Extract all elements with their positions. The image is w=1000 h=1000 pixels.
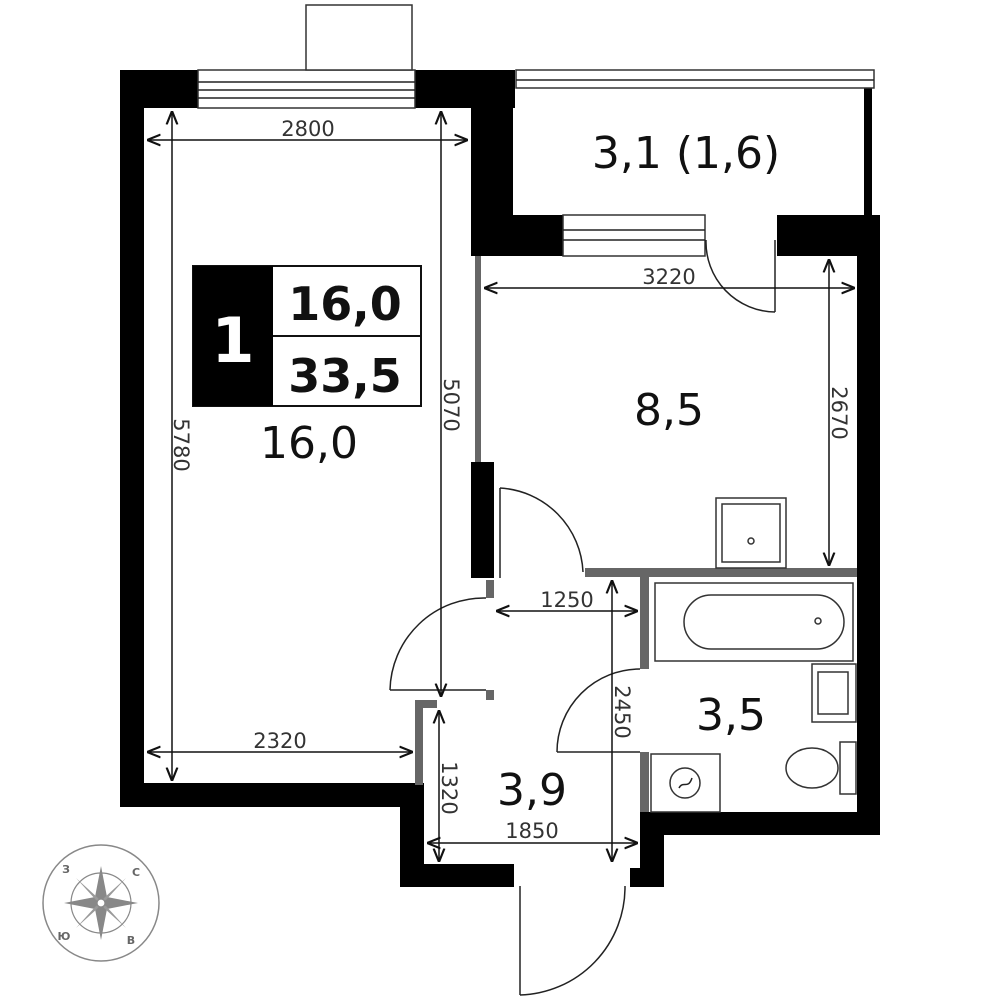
dim-kitchen-length: 2670 <box>827 386 851 439</box>
washing-machine <box>650 753 721 813</box>
bathroom-door[interactable] <box>556 668 641 753</box>
balcony-window <box>515 69 875 89</box>
dim-hall-height: 1320 <box>437 761 461 814</box>
exterior-walls <box>120 70 880 887</box>
dim-hall-width: 1850 <box>505 819 558 843</box>
living-room-window <box>197 4 416 109</box>
interior-partitions <box>415 256 857 812</box>
dimension-lines <box>147 111 855 862</box>
compass-east-label: В <box>127 934 135 947</box>
kitchen-sink <box>715 497 787 569</box>
entrance-door[interactable] <box>519 885 626 996</box>
compass-south-label: Ю <box>58 930 71 943</box>
badge-rooms-count: 1 <box>211 304 254 377</box>
toilet <box>785 741 857 795</box>
kitchen-door[interactable] <box>499 487 584 578</box>
kitchen-window <box>562 214 706 257</box>
living-room-door[interactable] <box>389 597 487 691</box>
compass-icon: З С Ю В <box>42 844 160 962</box>
balcony-door[interactable] <box>705 239 776 313</box>
dim-living-width-top: 2800 <box>281 117 334 141</box>
balcony-area: 3,1 (1,6) <box>592 128 780 179</box>
living-room-area: 16,0 <box>260 418 358 469</box>
kitchen-area: 8,5 <box>634 385 704 436</box>
dim-hall-corridor-width: 1250 <box>540 588 593 612</box>
dim-living-width-bottom: 2320 <box>253 729 306 753</box>
apartment-badge: 1 16,0 33,5 <box>192 265 422 407</box>
dim-bath-height: 2450 <box>610 685 634 738</box>
bathtub <box>654 582 854 662</box>
badge-total-area: 33,5 <box>288 349 402 403</box>
badge-living-area: 16,0 <box>288 277 402 331</box>
compass-north-label: С <box>132 866 140 879</box>
bathroom-washbasin <box>811 663 857 723</box>
bathroom-area: 3,5 <box>696 690 766 741</box>
dim-living-length: 5780 <box>169 418 193 471</box>
dim-kitchen-width: 3220 <box>642 265 695 289</box>
hallway-area: 3,9 <box>497 765 567 816</box>
dim-living-inner-length: 5070 <box>439 378 463 431</box>
compass-west-label: З <box>62 863 70 876</box>
